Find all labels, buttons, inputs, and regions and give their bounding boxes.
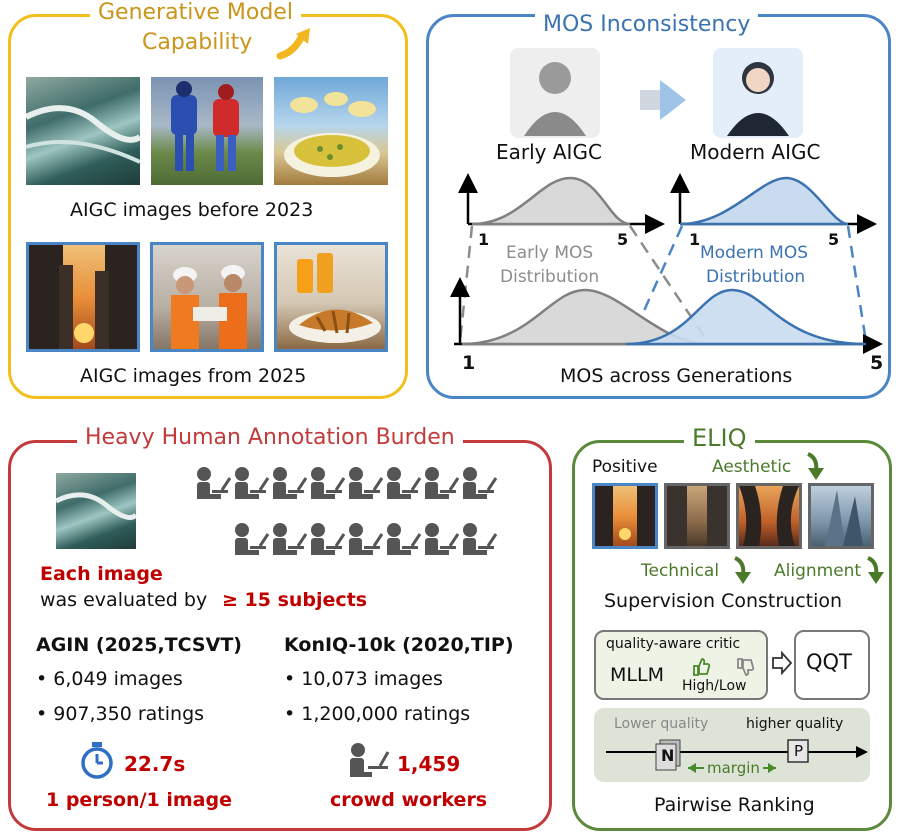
aigc-after-city-image	[26, 242, 140, 352]
evaluated-by-label: was evaluated by	[40, 589, 208, 611]
qqt-box	[794, 630, 870, 700]
supervision-label: Supervision Construction	[604, 590, 843, 612]
negative-n-label: N	[661, 746, 675, 765]
modern-big-curve	[625, 288, 867, 346]
mos-distribution-diagram	[450, 173, 883, 354]
annotator-icon	[197, 467, 232, 499]
workers-value: 1,459	[397, 752, 461, 776]
time-value: 22.7s	[124, 752, 186, 776]
early-person-icon	[510, 48, 600, 138]
mllm-label: MLLM	[610, 664, 664, 686]
early-dist-line2: Distribution	[500, 267, 600, 287]
early-dist-line1: Early MOS	[506, 243, 594, 263]
annotator-icon	[425, 467, 460, 499]
modern-person-icon	[713, 48, 803, 138]
mos-axis-label: MOS across Generations	[560, 365, 793, 387]
modern-tick-1: 1	[689, 230, 701, 249]
aesthetic-label: Aesthetic	[712, 457, 792, 477]
agin-images: • 6,049 images	[36, 668, 183, 690]
margin-label: margin	[704, 759, 763, 777]
agin-title: AGIN (2025,TCSVT)	[36, 634, 242, 656]
modern-dist-line2: Distribution	[706, 267, 806, 287]
early-tick-5: 5	[617, 230, 629, 249]
workers-caption: crowd workers	[330, 789, 488, 811]
aigc-before-wave-image	[26, 77, 140, 185]
annotator-icon	[273, 523, 308, 555]
agin-ratings: • 907,350 ratings	[36, 703, 205, 725]
technical-arrow-icon	[734, 556, 751, 584]
modern-aigc-label: Modern AIGC	[690, 140, 821, 164]
annotator-icon	[349, 467, 384, 499]
critic-label: quality-aware critic	[606, 636, 741, 652]
annotator-icon	[387, 467, 422, 499]
aesthetic-neg-image	[664, 483, 730, 549]
big-tick-5: 5	[870, 352, 884, 374]
time-caption: 1 person/1 image	[46, 789, 232, 811]
koniq-ratings: • 1,200,000 ratings	[284, 703, 471, 725]
qqt-label: QQT	[806, 650, 852, 674]
technical-label: Technical	[641, 561, 720, 581]
annotator-icon	[311, 467, 346, 499]
caption-before-2023: AIGC images before 2023	[70, 199, 314, 221]
annotator-icon	[463, 467, 498, 499]
generative-title-line1: Generative Model	[90, 0, 301, 25]
burden-title: Heavy Human Annotation Burden	[77, 425, 463, 450]
annotator-icon	[387, 523, 422, 555]
annotator-icon	[235, 467, 270, 499]
high-low-label: High/Low	[682, 678, 747, 694]
aesthetic-arrow-icon	[807, 452, 824, 480]
transition-arrow-icon	[640, 80, 686, 120]
modern-tick-5: 5	[828, 230, 840, 249]
thumbs-up-icon	[693, 658, 711, 676]
koniq-images: • 10,073 images	[284, 668, 443, 690]
technical-neg-image	[736, 483, 802, 549]
alignment-neg-image	[808, 483, 874, 549]
caption-from-2025: AIGC images from 2025	[80, 365, 307, 387]
positive-label: Positive	[592, 457, 658, 477]
alignment-arrow-icon	[867, 556, 884, 584]
early-tick-1: 1	[478, 230, 490, 249]
annotator-workers-group	[197, 467, 498, 555]
ranking-axis	[606, 739, 868, 773]
positive-city-image	[592, 483, 658, 549]
generative-title-line2: Capability	[142, 30, 253, 55]
aigc-after-workers-image	[150, 242, 264, 352]
annotator-icon	[463, 523, 498, 555]
mllm-critic-box	[594, 630, 768, 700]
modern-small-curve	[679, 176, 849, 226]
eliq-title: ELIQ	[684, 424, 755, 452]
koniq-title: KonIQ-10k (2020,TIP)	[284, 634, 514, 656]
aigc-before-robots-image	[151, 77, 263, 185]
early-aigc-label: Early AIGC	[496, 140, 602, 164]
sample-wave-image	[56, 473, 136, 549]
lower-quality-label: Lower quality	[614, 716, 709, 732]
subjects-count-label: ≥ 15 subjects	[222, 589, 368, 611]
modern-dist-line1: Modern MOS	[700, 243, 809, 263]
aigc-before-food-image	[274, 77, 388, 185]
positive-p-label: P	[794, 742, 804, 760]
trend-up-arrow-icon	[276, 28, 310, 60]
crowd-worker-icon	[350, 743, 390, 777]
to-qqt-arrow-icon	[772, 650, 793, 676]
alignment-label: Alignment	[774, 561, 862, 581]
big-tick-1: 1	[462, 352, 476, 374]
aigc-after-breakfast-image	[274, 242, 388, 352]
annotator-icon	[311, 523, 346, 555]
thumbs-down-icon	[737, 658, 755, 676]
stopwatch-icon	[81, 742, 113, 779]
higher-quality-label: higher quality	[746, 716, 844, 732]
pairwise-ranking-label: Pairwise Ranking	[654, 794, 815, 816]
annotator-icon	[273, 467, 308, 499]
annotator-icon	[425, 523, 460, 555]
annotator-icon	[349, 523, 384, 555]
each-image-label: Each image	[40, 563, 163, 585]
annotator-icon	[235, 523, 270, 555]
early-small-curve	[471, 176, 631, 226]
mos-title: MOS Inconsistency	[535, 12, 759, 37]
